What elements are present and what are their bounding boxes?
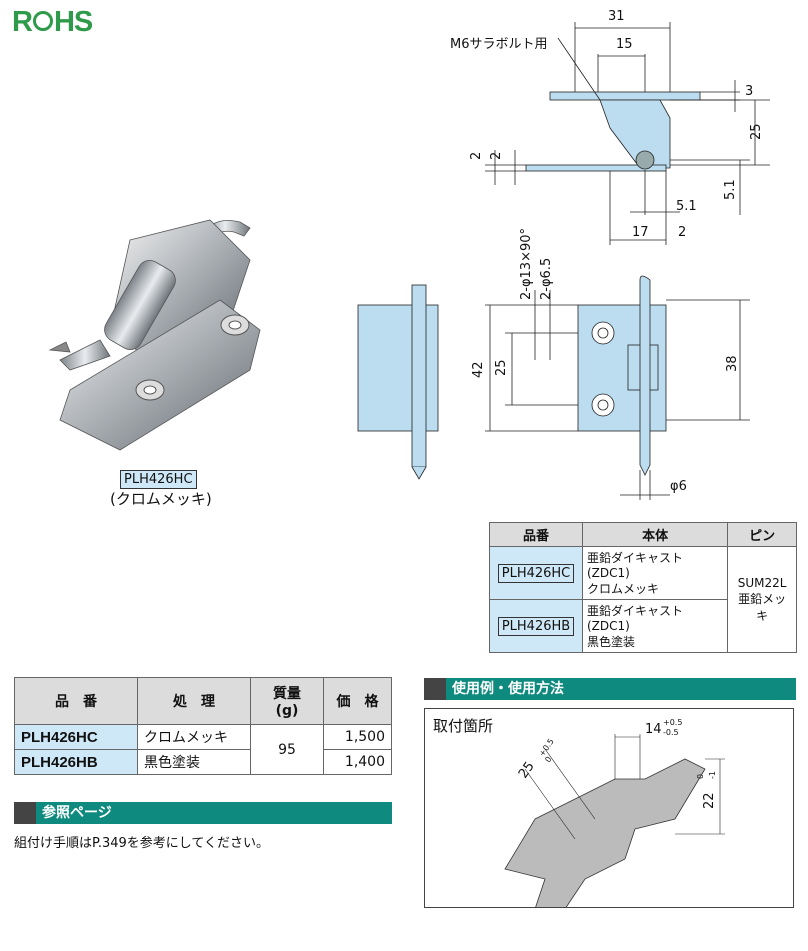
usage-dim-25: 25 — [516, 759, 538, 781]
reference-title: 参照ページ — [42, 805, 112, 821]
price-header-price: 価 格 — [323, 677, 392, 725]
spec-header-body: 本体 — [581, 522, 729, 547]
spec-pin-finish: 亜鉛メッキ — [738, 591, 787, 623]
spec-header-part: 品番 — [489, 522, 583, 547]
price-header-part: 品 番 — [14, 677, 138, 725]
spec-body-material: 亜鉛ダイキャスト(ZDC1) — [587, 604, 684, 633]
spec-pin-material: SUM22L — [737, 575, 787, 590]
usage-tol-14-dn: -0.5 — [663, 728, 679, 737]
photo-finish: (クロムメッキ) — [110, 490, 212, 508]
dim-2c: 2 — [678, 225, 686, 240]
spec-body-material: 亜鉛ダイキャスト(ZDC1) — [587, 551, 684, 580]
usage-tol-25-dn: 0 — [543, 755, 553, 764]
dim-15: 15 — [616, 37, 633, 52]
price-value: 1,500 — [323, 724, 392, 750]
price-treatment: クロムメッキ — [137, 724, 251, 750]
usage-tol-14-up: +0.5 — [663, 718, 682, 727]
dim-42: 42 — [471, 361, 486, 378]
spec-part: PLH426HC — [489, 546, 583, 600]
price-header-mass: 質量 (g) — [250, 677, 324, 725]
dim-25-front: 25 — [494, 359, 509, 376]
dim-3: 3 — [745, 84, 753, 99]
price-header-treatment: 処 理 — [137, 677, 251, 725]
price-table: 品 番 処 理 質量 (g) 価 格 PLH426HC クロムメッキ 95 1,… — [14, 677, 392, 775]
price-header-row: 品 番 処 理 質量 (g) 価 格 — [14, 677, 392, 725]
usage-tol-22-dn: -1 — [708, 771, 717, 779]
table-row: PLH426HB 黒色塗装 1,400 — [14, 749, 392, 775]
spec-part-label: PLH426HB — [497, 616, 575, 636]
spec-table: 品番 本体 ピン PLH426HC 亜鉛ダイキャスト(ZDC1) クロムメッキ S… — [489, 522, 797, 653]
bolt-note: M6サラボルト用 — [450, 37, 548, 52]
dim-38: 38 — [725, 355, 740, 372]
usage-box: 取付箇所 14 +0.5 -0.5 25 +0.5 0 22 0 -1 — [424, 708, 794, 908]
hole-a: 2-φ13×90° — [519, 228, 534, 300]
usage-title: 使用例・使用方法 — [452, 681, 564, 697]
price-value: 1,400 — [323, 749, 392, 775]
spec-body: 亜鉛ダイキャスト(ZDC1) 黒色塗装 — [581, 599, 729, 653]
spec-part: PLH426HB — [489, 599, 583, 653]
rohs-logo-r: R — [12, 6, 33, 38]
spec-part-label: PLH426HC — [497, 563, 575, 583]
reference-text: 組付け手順はP.349を参考にしてください。 — [14, 836, 269, 851]
spec-body-finish: クロムメッキ — [587, 582, 660, 596]
dim-2a: 2 — [469, 152, 484, 160]
usage-subtitle: 取付箇所 — [433, 717, 494, 735]
dim-17: 17 — [632, 225, 649, 240]
price-mass: 95 — [250, 724, 324, 775]
photo-caption: PLH426HC — [120, 468, 197, 489]
rohs-logo-hs: HS — [53, 6, 93, 38]
usage-tol-25-up: +0.5 — [537, 737, 556, 758]
price-part: PLH426HC — [14, 724, 138, 750]
table-row: PLH426HC クロムメッキ 95 1,500 — [14, 724, 392, 775]
section-marker-icon — [14, 802, 36, 824]
price-part: PLH426HB — [14, 749, 138, 775]
table-row: PLH426HB 亜鉛ダイキャスト(ZDC1) 黒色塗装 — [489, 599, 797, 653]
usage-dim-14: 14 — [645, 722, 662, 737]
usage-diagram: 14 +0.5 -0.5 25 +0.5 0 22 0 -1 — [504, 718, 725, 907]
reference-header: 参照ページ — [14, 802, 392, 824]
spec-header-pin: ピン — [727, 522, 797, 547]
usage-dim-22: 22 — [702, 792, 717, 809]
spec-header-row: 品番 本体 ピン — [489, 522, 797, 547]
product-photo — [48, 219, 261, 451]
dim-31: 31 — [608, 9, 625, 24]
usage-header: 使用例・使用方法 — [424, 678, 796, 700]
section-marker-icon — [424, 678, 446, 700]
rohs-globe-icon — [32, 11, 53, 32]
dim-phi6: φ6 — [670, 479, 687, 494]
dim-5-1a: 5.1 — [723, 179, 738, 200]
spec-body: 亜鉛ダイキャスト(ZDC1) クロムメッキ — [581, 546, 729, 600]
dim-25-side: 25 — [749, 123, 764, 140]
photo-part-no: PLH426HC — [120, 470, 197, 489]
dim-2b: 2 — [489, 152, 504, 160]
rohs-logo: R HS — [12, 6, 93, 39]
technical-drawing: 31 15 M6サラボルト用 3 25 2 2 5.1 5.1 17 2 2-φ… — [357, 9, 770, 500]
dim-5-1b: 5.1 — [676, 199, 697, 214]
hole-b: 2-φ6.5 — [539, 258, 554, 300]
usage-tol-22-up: 0 — [696, 774, 705, 779]
spec-body-finish: 黒色塗装 — [587, 635, 636, 649]
price-treatment: 黒色塗装 — [137, 749, 251, 775]
